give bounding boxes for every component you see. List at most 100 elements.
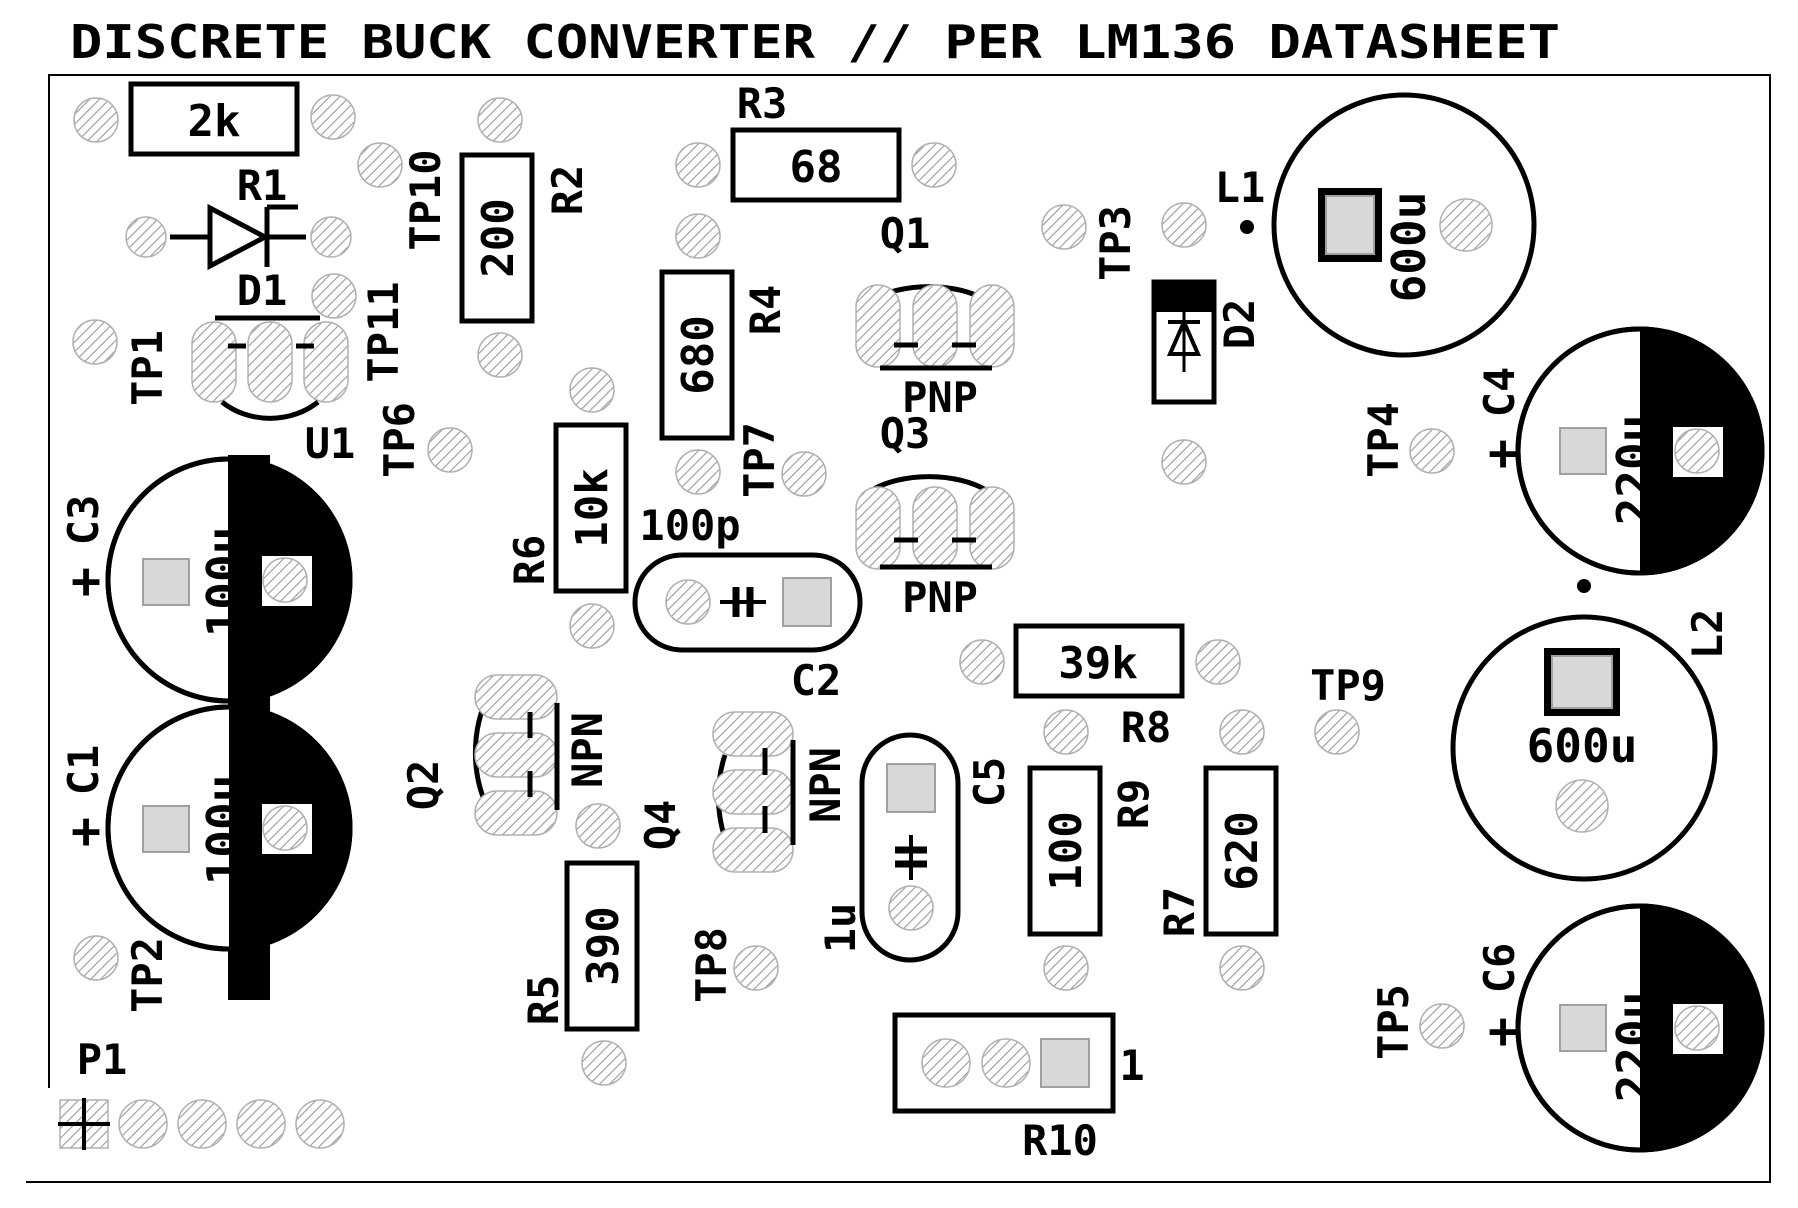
tp10-label: TP10	[401, 149, 450, 250]
r9-ref: R9	[1109, 779, 1158, 830]
tp1-pad	[72, 319, 118, 365]
tp6-pad	[427, 427, 473, 473]
r5-value: 390	[578, 906, 629, 985]
connector-p1: P1	[58, 1035, 345, 1150]
r4-ref: R4	[741, 285, 790, 336]
r9-value: 100	[1041, 811, 1092, 890]
c6-ref: C6	[1475, 943, 1524, 994]
inductor-l1: 600u L1	[1215, 92, 1537, 358]
c4-polarity: +	[1488, 424, 1518, 482]
diode-d1: D1	[125, 203, 352, 315]
tp8-label: TP8	[687, 927, 736, 1003]
l1-ref: L1	[1215, 163, 1266, 212]
r7-ref: R7	[1155, 887, 1204, 938]
tp8-pad	[733, 945, 779, 991]
r7-value: 620	[1217, 811, 1268, 890]
resistor-r2: 200 R2	[459, 97, 592, 378]
tp9-label: TP9	[1310, 661, 1386, 710]
r8-ref: R8	[1121, 703, 1172, 752]
resistor-r1: 2k R1	[73, 81, 356, 210]
c1-polarity: +	[71, 802, 101, 860]
c5-value: 1u	[816, 903, 865, 954]
q3-ref: Q3	[880, 409, 931, 458]
tp3-pad	[1041, 204, 1087, 250]
tp1-label: TP1	[123, 330, 172, 406]
r4-value: 680	[673, 315, 724, 394]
tp10-pad	[357, 142, 403, 188]
l1-value: 600u	[1382, 192, 1436, 303]
ic-u1: U1	[191, 315, 356, 468]
diode-d2: D2	[1151, 202, 1264, 485]
c3-value: 100u	[197, 527, 251, 638]
resistor-r9: 100 R9	[1027, 709, 1158, 991]
capacitor-c1: 100u + C1	[59, 704, 353, 952]
c1-ref: C1	[59, 745, 108, 796]
c3-ref: C3	[59, 495, 108, 546]
tp5-pad	[1419, 1003, 1465, 1049]
tp5-label: TP5	[1369, 984, 1418, 1060]
resistor-r5: 390 R5	[519, 860, 640, 1086]
q2-type: NPN	[563, 712, 612, 788]
u1-ref: U1	[305, 419, 356, 468]
capacitor-c6: 220u + C6	[1475, 903, 1765, 1153]
c2-ref: C2	[791, 656, 842, 705]
transistor-q1: Q1 PNP	[855, 209, 1015, 422]
d2-ref: D2	[1215, 299, 1264, 350]
l2-value: 600u	[1527, 719, 1638, 773]
tp3-label: TP3	[1091, 205, 1140, 281]
c1-value: 100u	[197, 775, 251, 886]
r2-ref: R2	[543, 165, 592, 216]
tp4-pad	[1409, 428, 1455, 474]
l2-ref: L2	[1683, 609, 1732, 660]
p1-ref: P1	[77, 1035, 128, 1084]
transistor-q4: Q4 NPN	[575, 711, 850, 873]
c4-ref: C4	[1475, 367, 1524, 418]
tp11-label: TP11	[359, 281, 408, 382]
resistor-r8: 39k R8	[959, 623, 1241, 752]
q4-ref: Q4	[636, 800, 685, 851]
q1-type: PNP	[902, 373, 978, 422]
tp2-label: TP2	[123, 937, 172, 1013]
capacitor-c5: 1u C5	[816, 732, 1014, 963]
c3-polarity: +	[71, 552, 101, 610]
transistor-q3: Q3 PNP	[855, 409, 1015, 622]
c6-value: 220u	[1607, 992, 1661, 1103]
c5-ref: C5	[965, 757, 1014, 808]
resistor-r3: 68 R3	[675, 79, 957, 203]
r8-value: 39k	[1058, 638, 1137, 689]
tp11-pad	[311, 273, 357, 319]
board-outline	[26, 74, 1771, 1183]
resistor-r4: 680 R4	[659, 213, 790, 495]
r10-ref: R10	[1022, 1116, 1098, 1165]
q3-type: PNP	[902, 573, 978, 622]
r2-value: 200	[473, 198, 524, 277]
tp4-label: TP4	[1359, 402, 1408, 478]
d1-ref: D1	[237, 266, 288, 315]
r5-ref: R5	[519, 975, 568, 1026]
resistor-r7: 620 R7	[1155, 709, 1279, 991]
r6-value: 10k	[567, 468, 618, 547]
tp9-pad	[1314, 709, 1360, 755]
trimmer-r10: 1 R10	[892, 1012, 1145, 1165]
r6-ref: R6	[505, 535, 554, 586]
tp7-label: TP7	[735, 422, 784, 498]
r10-pin1: 1	[1119, 1041, 1144, 1090]
resistor-r6: 10k R6	[505, 367, 629, 649]
tp7-pad	[781, 451, 827, 497]
capacitor-c4: 220u + C4	[1475, 326, 1765, 576]
r1-ref: R1	[237, 161, 288, 210]
c2-value: 100p	[639, 501, 740, 550]
capacitor-c2: 100p C2	[632, 501, 863, 705]
board-title: DISCRETE BUCK CONVERTER // PER LM136 DAT…	[70, 15, 1560, 69]
tp6-label: TP6	[375, 402, 424, 478]
c4-value: 220u	[1607, 415, 1661, 526]
inductor-l2: 600u L2	[1450, 579, 1732, 882]
transistor-q2: Q2 NPN	[399, 674, 612, 836]
r1-value: 2k	[188, 96, 241, 147]
r3-ref: R3	[737, 79, 788, 128]
q1-ref: Q1	[880, 209, 931, 258]
tp2-pad	[73, 935, 119, 981]
r3-value: 68	[790, 142, 843, 193]
q4-type: NPN	[801, 747, 850, 823]
